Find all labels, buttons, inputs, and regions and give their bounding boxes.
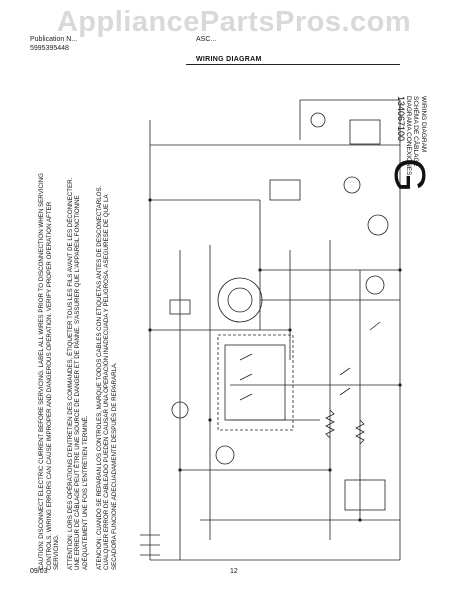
title-rule	[186, 64, 400, 65]
watermark-text: AppliancePartsPros.com	[56, 6, 412, 38]
publication-number: 5995395448	[30, 45, 69, 52]
page-title: WIRING DIAGRAM	[196, 56, 262, 63]
publication-label: Publication N...	[30, 36, 78, 43]
page-number: 12	[230, 568, 238, 575]
footer-date: 09/03	[30, 568, 48, 575]
model-code: ASC...	[196, 36, 217, 43]
diagram-letter: G	[385, 157, 435, 193]
